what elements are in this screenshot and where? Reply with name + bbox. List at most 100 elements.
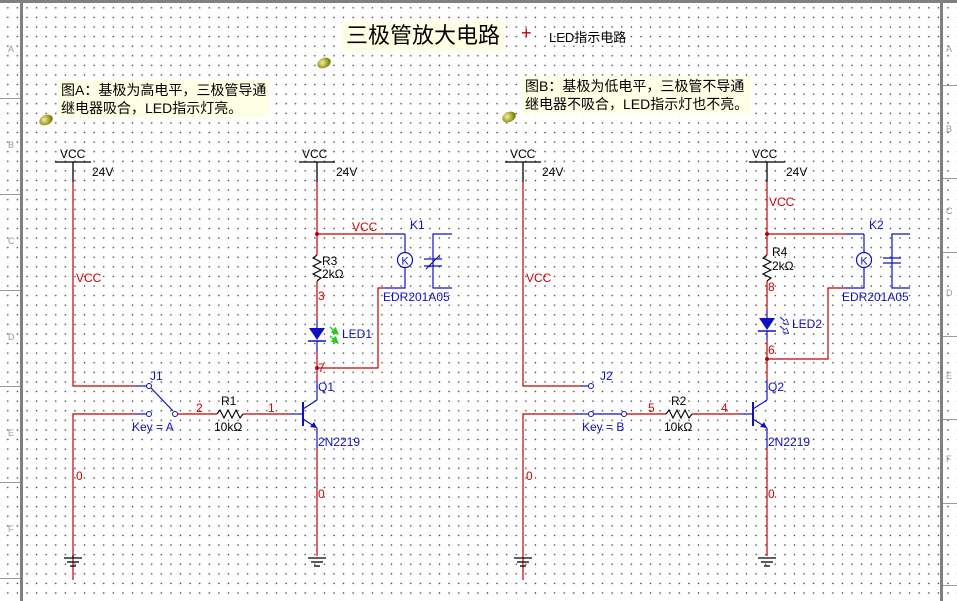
zone-label-left: D [8, 332, 15, 342]
net-label-vcc: VCC [526, 271, 552, 285]
led-ref-label: LED2 [792, 317, 823, 331]
led2-diode-icon[interactable] [758, 316, 788, 333]
resistor-ref-label: R2 [671, 394, 687, 408]
zone-label-right: E [946, 371, 953, 381]
transistor-q2[interactable] [752, 380, 768, 448]
vcc-label: VCC [60, 147, 86, 161]
note-circuit-b[interactable]: 图B：基极为低电平，三极管不导通 继电器不吸合，LED指示灯也不亮。 [522, 76, 752, 114]
node-label: 0 [76, 469, 83, 483]
switch-j1-blade[interactable] [150, 387, 174, 412]
switch-ref-label: J1 [150, 369, 163, 383]
switch-j1-contact-bottom [146, 411, 152, 417]
sheet-border-right [940, 0, 943, 601]
zone-divider [943, 178, 957, 179]
zone-divider [943, 419, 957, 420]
vcc-label: VCC [752, 147, 778, 161]
voltage-label: 24V [542, 165, 564, 179]
sheet-border-left [20, 0, 23, 601]
wire-vcc-left-a[interactable] [72, 182, 135, 387]
node-label: 0 [318, 487, 325, 501]
zone-divider [0, 578, 20, 579]
zone-label-left: E [8, 428, 15, 438]
page-subtitle[interactable]: LED指示电路 [549, 30, 627, 45]
node-label: 3 [318, 289, 325, 303]
node-label: 5 [648, 401, 655, 415]
title-plus: + [521, 23, 532, 43]
relay-model-label: EDR201A05 [383, 290, 450, 304]
zone-divider [943, 503, 957, 504]
wire-gnd-left-b[interactable] [522, 413, 575, 580]
zone-label-right: C [946, 206, 953, 216]
wire-relay-collector[interactable] [767, 287, 846, 360]
note-circuit-a[interactable]: 图A：基极为高电平，三极管导通 继电器吸合，LED指示灯亮。 [58, 80, 270, 118]
transistor-q1[interactable] [302, 380, 318, 448]
resistor-r2[interactable] [665, 408, 693, 420]
zone-label-right: D [946, 288, 953, 298]
relay-model-label: EDR201A05 [842, 290, 909, 304]
zone-label-right: A [946, 44, 953, 54]
circuit-b: K [505, 161, 910, 580]
circuit-a: K [55, 161, 452, 580]
led1-diode-icon[interactable] [308, 326, 339, 344]
wire-vcc-left-b[interactable] [522, 182, 580, 387]
transistor-ref-label: Q2 [768, 380, 785, 394]
node-label: 8 [768, 280, 775, 294]
resistor-value-label: 10kΩ [664, 420, 693, 434]
resistor-r3[interactable] [311, 254, 323, 282]
ground-icon [758, 557, 776, 567]
switch-j2-pivot [621, 411, 627, 417]
zone-divider [943, 85, 957, 86]
net-label-vcc: VCC [769, 195, 795, 209]
switch-key-label: Key = A [132, 420, 174, 434]
zone-divider [0, 290, 20, 291]
wire-relay-collector[interactable] [317, 287, 385, 369]
node-label: 0 [768, 487, 775, 501]
led-ref-label: LED1 [342, 327, 373, 341]
page-title[interactable]: 三极管放大电路 [342, 21, 505, 51]
zone-label-left: F [8, 524, 14, 534]
zone-divider [943, 252, 957, 253]
switch-j2-contact-bottom [588, 411, 594, 417]
switch-key-label: Key = B [582, 420, 625, 434]
vcc-label: VCC [510, 147, 536, 161]
voltage-label: 24V [336, 165, 358, 179]
sheet-border-top [0, 0, 957, 3]
relay-ref-label: K2 [869, 218, 884, 232]
zone-label-right: F [946, 454, 952, 464]
node-label: 0 [526, 469, 533, 483]
transistor-model-label: 2N2219 [768, 435, 811, 449]
zone-divider [0, 386, 20, 387]
switch-j2-contact-top [588, 383, 594, 389]
resistor-ref-label: R1 [221, 394, 237, 408]
net-label-vcc: VCC [352, 220, 378, 234]
zone-divider [0, 98, 20, 99]
switch-j1-pivot [172, 411, 178, 417]
node-label: 1 [268, 401, 275, 415]
resistor-r1[interactable] [216, 408, 244, 420]
node-label: 2 [196, 401, 203, 415]
relay-coil-letter: K [860, 256, 868, 268]
resistor-value-label: 10kΩ [214, 420, 243, 434]
switch-ref-label: J2 [600, 369, 613, 383]
resistor-value-label: 2kΩ [322, 267, 344, 281]
relay-k1[interactable]: K [385, 233, 452, 289]
resistor-ref-label: R3 [322, 254, 338, 268]
relay-coil-icon [855, 251, 873, 269]
zone-divider [0, 194, 20, 195]
resistor-r4[interactable] [761, 254, 773, 282]
relay-coil-letter: K [401, 256, 409, 268]
zone-divider [943, 585, 957, 586]
switch-j1-contact-top [146, 383, 152, 389]
voltage-label: 24V [92, 165, 114, 179]
relay-k2[interactable]: K [846, 233, 910, 289]
zone-label-left: A [8, 44, 15, 54]
zone-divider [0, 482, 20, 483]
resistor-value-label: 2kΩ [772, 259, 794, 273]
ground-icon [308, 557, 326, 567]
relay-ref-label: K1 [410, 218, 425, 232]
relay-coil-icon [396, 251, 414, 269]
wire-gnd-left-a[interactable] [72, 413, 135, 580]
ground-icon [514, 557, 532, 567]
